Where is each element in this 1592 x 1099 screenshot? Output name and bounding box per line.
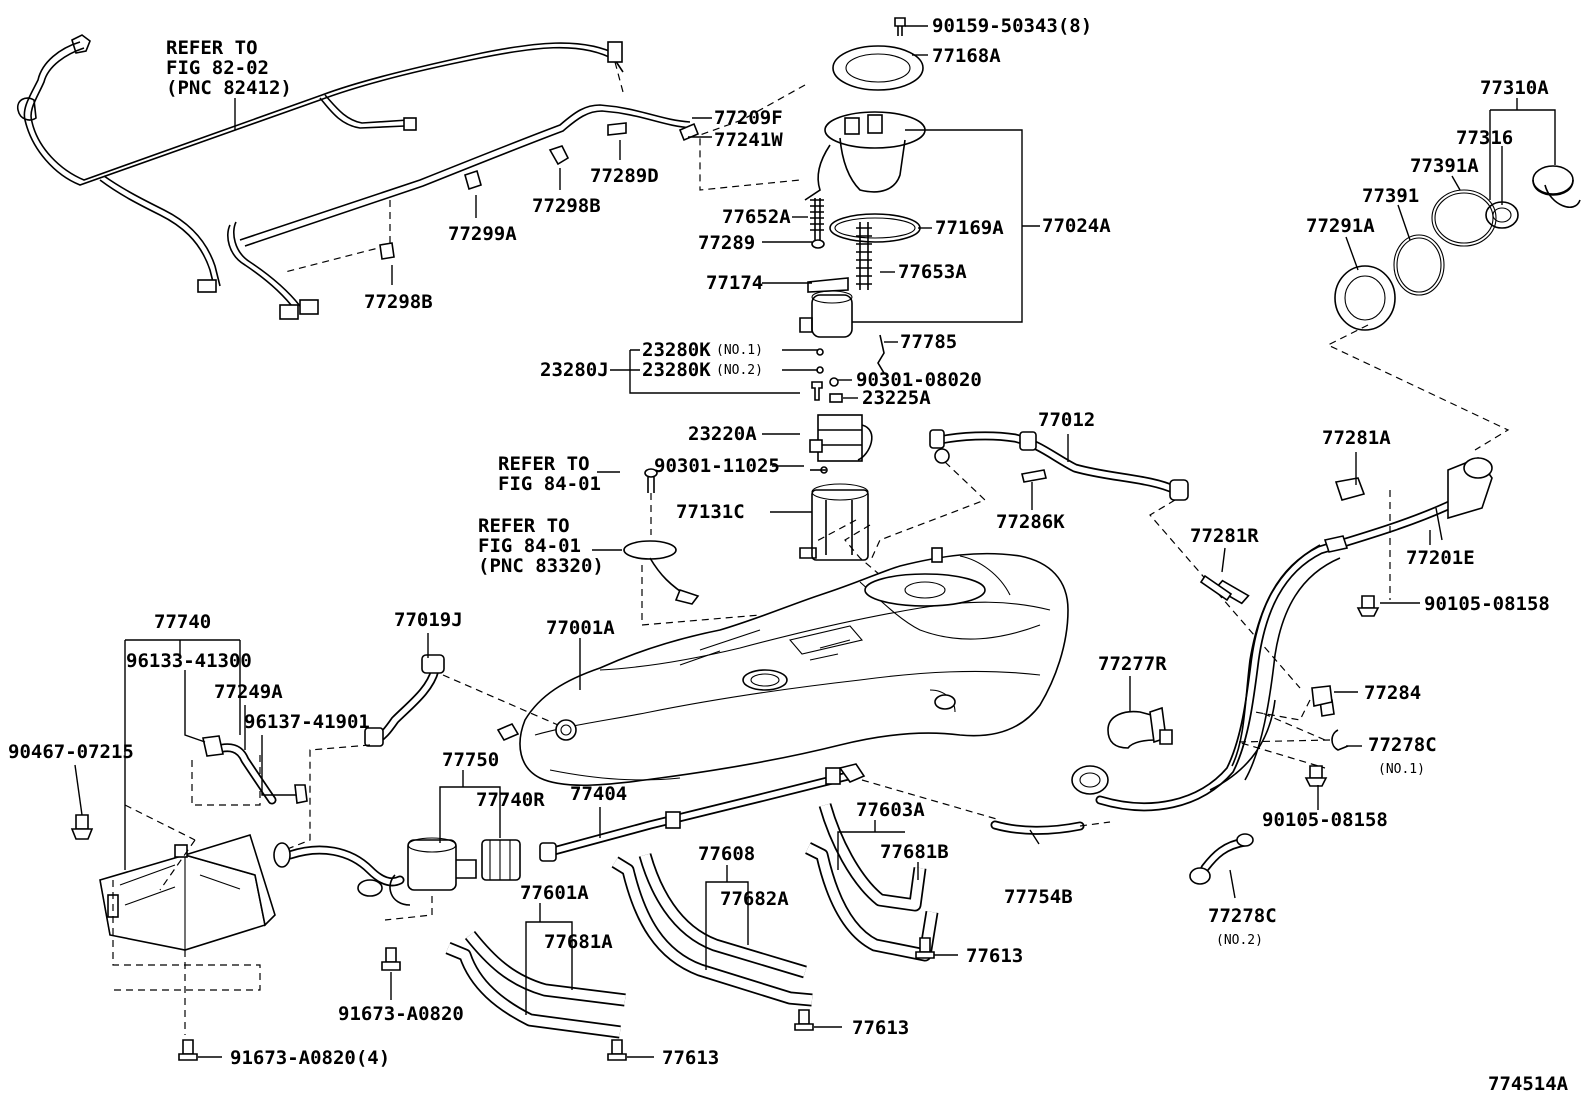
label-90159: 90159-50343(8) <box>932 15 1092 37</box>
label-77024a: 77024A <box>1042 215 1111 237</box>
fuel-cap-illustration <box>1326 165 1581 451</box>
label-77750: 77750 <box>442 749 499 771</box>
label-refer-84b-line1: REFER TO <box>478 515 570 537</box>
label-77310a: 77310A <box>1480 77 1549 99</box>
label-23280j: 23280J <box>540 359 609 381</box>
label-refer-82-line3: (PNC 82412) <box>166 77 292 99</box>
label-no1-a: (NO.1) <box>716 343 763 358</box>
label-no2-b: (NO.2) <box>1216 933 1263 948</box>
label-77168a: 77168A <box>932 45 1001 67</box>
label-90105-top: 90105-08158 <box>1424 593 1550 615</box>
label-77278c-no2: 77278C <box>1208 905 1277 927</box>
label-23220a: 23220A <box>688 423 757 445</box>
label-77298b-bottom: 77298B <box>364 291 433 313</box>
label-no1-b: (NO.1) <box>1378 762 1425 777</box>
label-77298b-top: 77298B <box>532 195 601 217</box>
label-96133: 96133-41300 <box>126 650 252 672</box>
label-77131c: 77131C <box>676 501 745 523</box>
label-77284: 77284 <box>1364 682 1421 704</box>
label-77404: 77404 <box>570 783 627 805</box>
label-90301-11025: 90301-11025 <box>654 455 780 477</box>
label-refer-84b-line2: FIG 84-01 <box>478 535 581 557</box>
wire-harness-illustration <box>16 34 700 320</box>
label-77281r: 77281R <box>1190 525 1259 547</box>
label-96137: 96137-41901 <box>244 711 370 733</box>
label-77681a: 77681A <box>544 931 613 953</box>
elbow-hose-77277r-illustration <box>1107 706 1173 749</box>
fuel-hose-77012-illustration <box>869 429 1301 689</box>
canister-hose-illustration <box>273 837 521 921</box>
refer-bolt-illustration <box>623 468 761 660</box>
label-77613-b: 77613 <box>852 1017 909 1039</box>
label-77019j: 77019J <box>394 609 463 631</box>
fuel-pump-assembly-illustration <box>699 45 926 374</box>
label-77613-a: 77613 <box>966 945 1023 967</box>
label-77277r: 77277R <box>1098 653 1167 675</box>
hose-77019j-illustration <box>284 654 559 851</box>
charcoal-canister-illustration <box>99 755 276 1035</box>
label-77754b: 77754B <box>1004 886 1073 908</box>
part-labels: REFER TO FIG 82-02 (PNC 82412) 77209F 77… <box>8 15 1569 1095</box>
figure-id: 774514A <box>1488 1073 1569 1095</box>
label-91673-a: 91673-A0820 <box>338 1003 464 1025</box>
label-77001a: 77001A <box>546 617 615 639</box>
pump-small-parts-illustration <box>799 348 881 576</box>
label-90301-08020: 90301-08020 <box>856 369 982 391</box>
label-77012: 77012 <box>1038 409 1095 431</box>
label-77281a: 77281A <box>1322 427 1391 449</box>
label-77601a: 77601A <box>520 882 589 904</box>
label-90105-bottom: 90105-08158 <box>1262 809 1388 831</box>
leader-lines <box>74 25 1556 1058</box>
label-23280k-no1: 23280K <box>642 339 711 361</box>
label-77681b: 77681B <box>880 841 949 863</box>
label-77613-c: 77613 <box>662 1047 719 1069</box>
label-refer-82-line2: FIG 82-02 <box>166 57 269 79</box>
label-77249a: 77249A <box>214 681 283 703</box>
label-no2-a: (NO.2) <box>716 363 763 378</box>
label-23280k-no2: 23280K <box>642 359 711 381</box>
label-77740: 77740 <box>154 611 211 633</box>
label-77278c-no1: 77278C <box>1368 734 1437 756</box>
clips-right-illustration <box>1304 595 1380 787</box>
clip-90467-illustration <box>70 814 94 840</box>
label-77608: 77608 <box>698 843 755 865</box>
pipe-77404-illustration <box>539 763 1001 862</box>
vent-hose-illustration <box>202 735 308 805</box>
label-refer-82-line1: REFER TO <box>166 37 258 59</box>
label-77289: 77289 <box>698 232 755 254</box>
label-77201e: 77201E <box>1406 547 1475 569</box>
label-77174: 77174 <box>706 272 763 294</box>
label-77209f: 77209F <box>714 107 783 129</box>
bolts-illustration <box>178 17 935 1061</box>
label-77740r: 77740R <box>476 789 545 811</box>
fuel-tank-illustration <box>496 547 1069 787</box>
label-77299a: 77299A <box>448 223 517 245</box>
label-90467: 90467-07215 <box>8 741 134 763</box>
label-77241w: 77241W <box>714 129 783 151</box>
label-77785: 77785 <box>900 331 957 353</box>
label-77391a: 77391A <box>1410 155 1479 177</box>
label-77316: 77316 <box>1456 127 1513 149</box>
label-refer-84b-line3: (PNC 83320) <box>478 555 604 577</box>
label-77289d: 77289D <box>590 165 659 187</box>
label-77603a: 77603A <box>856 799 925 821</box>
hose-77278c-no2-illustration <box>1189 833 1254 885</box>
label-77391: 77391 <box>1362 185 1419 207</box>
tank-straps-illustration <box>445 803 939 1039</box>
label-23225a: 23225A <box>862 387 931 409</box>
hose-77754b-illustration <box>990 820 1111 835</box>
label-77291a: 77291A <box>1306 215 1375 237</box>
label-refer-84a-line2: FIG 84-01 <box>498 473 601 495</box>
label-77652a: 77652A <box>722 206 791 228</box>
label-77169a: 77169A <box>935 217 1004 239</box>
brackets-illustration <box>1199 574 1233 602</box>
label-77682a: 77682A <box>720 888 789 910</box>
label-refer-84a-line1: REFER TO <box>498 453 590 475</box>
label-77653a: 77653A <box>898 261 967 283</box>
label-77286k: 77286K <box>996 511 1065 533</box>
filler-pipe-illustration <box>1071 457 1493 812</box>
label-91673-b: 91673-A0820(4) <box>230 1047 390 1069</box>
